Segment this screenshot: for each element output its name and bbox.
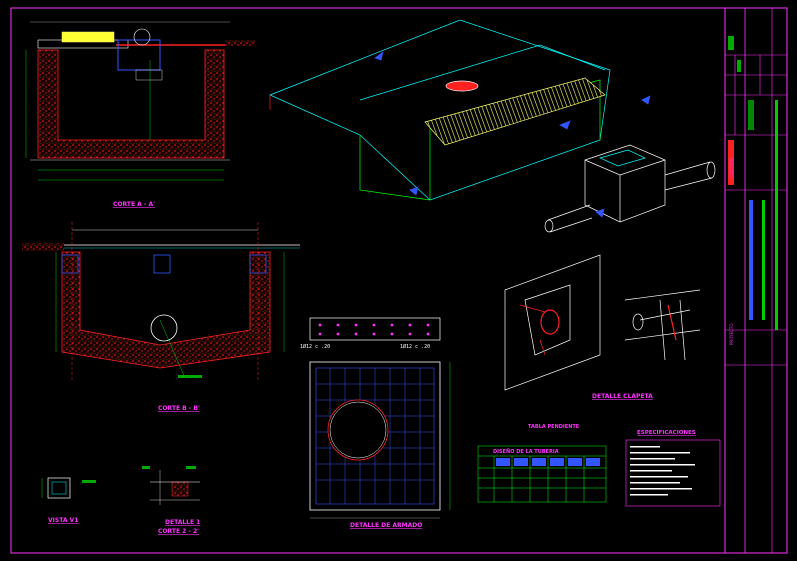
title-corte-aa: CORTE A - A' <box>113 201 155 208</box>
title-tabla-pendiente: TABLA PENDIENTE <box>528 424 580 430</box>
title-block-proyecto: PROYECTO <box>729 324 734 345</box>
title-corte-bb: CORTE B - B' <box>158 405 200 412</box>
section-aa-concrete <box>37 49 225 159</box>
pipe-bb <box>150 314 178 342</box>
rebar-label-left: 1Ø12 c .20 <box>300 343 330 350</box>
title-detalle-1: DETALLE 1 <box>165 519 200 526</box>
title-detalle-armado: DETALLE DE ARMADO <box>350 522 422 529</box>
title-corte-2: CORTE 2 - 2' <box>158 528 199 535</box>
section-bb-concrete <box>61 251 271 369</box>
title-detalle-clapeta: DETALLE CLAPETA <box>592 393 653 400</box>
vista-v1 <box>41 477 96 499</box>
title-vista-v1: VISTA V1 <box>48 517 78 524</box>
iso-manhole <box>445 80 479 92</box>
iso-grate <box>424 77 606 146</box>
isometric-view <box>269 19 716 233</box>
title-block-contiene: CONTIENE <box>729 157 734 178</box>
sheet-border <box>10 7 788 554</box>
rebar-label-right: 1Ø12 c .20 <box>400 343 430 350</box>
pipe-design-table <box>477 445 607 503</box>
section-aa <box>25 21 255 181</box>
clapeta-view <box>504 254 701 391</box>
title-especificaciones: ESPECIFICACIONES <box>637 430 696 436</box>
armado-opening <box>327 399 389 461</box>
section-bb <box>22 222 300 382</box>
specifications-box <box>625 439 721 507</box>
detalle-1 <box>142 466 200 505</box>
title-diseno-tuberia: DISEÑO DE LA TUBERIA <box>493 448 559 455</box>
reinforcement-detail <box>309 317 451 519</box>
